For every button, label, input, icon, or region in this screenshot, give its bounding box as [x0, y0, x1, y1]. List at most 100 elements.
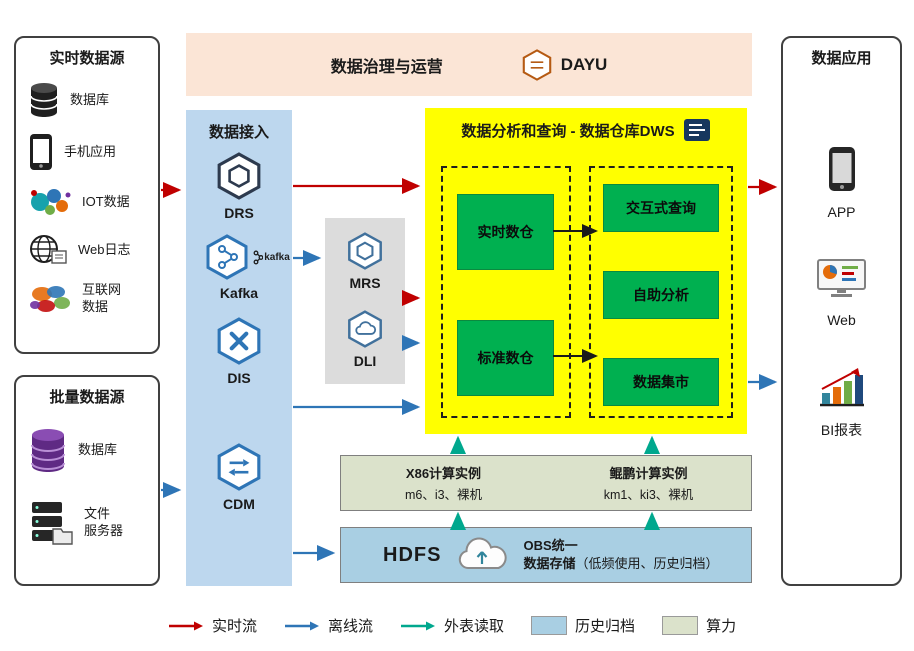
- module-interactive-query: 交互式查询: [603, 184, 719, 232]
- list-item: Web日志: [28, 233, 154, 267]
- teal-arrow-icon: [401, 621, 436, 630]
- module-realtime-warehouse: 实时数仓: [457, 194, 554, 270]
- x86-title: X86计算实例: [405, 466, 482, 481]
- service-cdm: CDM: [186, 443, 292, 512]
- file-server-icon: [28, 500, 74, 546]
- source-label: 互联网 数据: [82, 282, 122, 314]
- obs-text: OBS统一 数据存储（低频使用、历史归档）: [523, 537, 718, 572]
- application-label: APP: [827, 204, 856, 220]
- kafka-hexagon-icon: [204, 234, 250, 280]
- list-item: APP: [827, 146, 857, 220]
- ingestion-title: 数据接入: [208, 124, 269, 141]
- web-monitor-icon: [816, 258, 868, 300]
- compute-power-swatch: [662, 616, 699, 635]
- module-standard-warehouse: 标准数仓: [457, 320, 554, 396]
- application-label: BI报表: [820, 422, 863, 438]
- list-item: 互联网 数据: [28, 282, 154, 316]
- bi-chart-icon: [816, 366, 868, 408]
- service-mrs: MRS: [325, 232, 405, 291]
- warehouse-group-frame: [441, 166, 571, 418]
- legend-history-archive: 历史归档: [531, 615, 635, 636]
- cdm-hexagon-icon: [215, 443, 263, 491]
- legend-offline-flow: 离线流: [284, 615, 373, 636]
- compute-strip: X86计算实例 m6、i3、裸机 鲲鹏计算实例 km1、ki3、裸机: [340, 455, 752, 511]
- governance-title: 数据治理与运营: [330, 58, 443, 76]
- blue-arrow-icon: [285, 621, 320, 630]
- dli-hexagon-icon: [346, 310, 384, 348]
- list-item: 数据库: [28, 82, 154, 118]
- dayu-logo: DAYU: [521, 48, 608, 81]
- list-item: 文件 服务器: [28, 500, 154, 546]
- batch-sources-list: 数据库 文件 服务器: [16, 407, 158, 546]
- legend-external-read: 外表读取: [400, 615, 504, 636]
- realtime-sources-title: 实时数据源: [49, 50, 125, 67]
- legend-label: 离线流: [328, 618, 374, 635]
- service-drs: DRS: [186, 152, 292, 221]
- kafka-icon-row: kafka: [204, 234, 290, 280]
- realtime-sources-panel: 实时数据源 数据库 手机应用 IOT数据: [14, 36, 160, 354]
- processing-panel: MRS DLI: [325, 218, 405, 384]
- batch-sources-panel: 批量数据源 数据库 文件 服务器: [14, 375, 160, 586]
- module-self-service-analysis: 自助分析: [603, 271, 719, 319]
- iot-icon: [28, 186, 72, 218]
- batch-sources-title: 批量数据源: [49, 389, 125, 406]
- applications-title: 数据应用: [811, 50, 872, 67]
- kunpeng-title: 鲲鹏计算实例: [609, 466, 688, 481]
- service-kafka: kafka Kafka: [186, 234, 292, 301]
- dws-title: 数据分析和查询 - 数据仓库DWS: [461, 122, 675, 140]
- service-dli: DLI: [325, 310, 405, 369]
- service-label: DRS: [224, 205, 254, 221]
- legend-label: 历史归档: [575, 618, 636, 635]
- dws-title-row: 数据分析和查询 - 数据仓库DWS: [425, 108, 747, 142]
- list-item: Web: [816, 258, 868, 328]
- legend-realtime-flow: 实时流: [168, 615, 257, 636]
- x86-models: m6、i3、裸机: [404, 488, 483, 502]
- list-item: 手机应用: [28, 133, 154, 171]
- applications-list: APP Web BI报表: [783, 68, 900, 440]
- kafka-wordmark-text: kafka: [264, 251, 290, 263]
- phone-icon: [28, 133, 54, 171]
- service-label: CDM: [223, 496, 255, 512]
- mrs-hexagon-icon: [346, 232, 384, 270]
- legend: 实时流 离线流 外表读取 历史归档 算力: [168, 615, 736, 636]
- report-doc-icon: [683, 118, 711, 142]
- service-label: DIS: [227, 370, 251, 386]
- realtime-sources-list: 数据库 手机应用 IOT数据 Web日志: [16, 68, 158, 316]
- obs-cloud-icon: [455, 537, 509, 573]
- obs-line1: OBS统一: [523, 538, 578, 554]
- dayu-icon: [521, 48, 553, 81]
- kunpeng-models: km1、ki3、裸机: [603, 488, 694, 502]
- database-icon: [28, 82, 60, 118]
- dayu-label: DAYU: [560, 54, 608, 74]
- web-globe-icon: [28, 233, 68, 267]
- drs-hexagon-icon: [215, 152, 263, 200]
- application-label: Web: [827, 312, 856, 328]
- list-item: BI报表: [816, 366, 868, 440]
- service-label: DLI: [353, 353, 377, 369]
- internet-cloud-icon: [28, 283, 72, 315]
- analytics-group-frame: [589, 166, 733, 418]
- service-dis: DIS: [186, 317, 292, 386]
- source-label: 数据库: [70, 91, 110, 107]
- purple-database-icon: [28, 427, 68, 474]
- source-label: 手机应用: [64, 143, 117, 159]
- dws-panel: 数据分析和查询 - 数据仓库DWS 实时数仓 标准数仓 交互式查询 自助分析 数…: [425, 108, 747, 434]
- hdfs-label: HDFS: [383, 543, 442, 566]
- app-phone-icon: [827, 146, 857, 192]
- source-label: IOT数据: [82, 193, 130, 209]
- x86-compute: X86计算实例 m6、i3、裸机: [341, 456, 546, 510]
- kafka-wordmark: kafka: [252, 250, 290, 265]
- legend-label: 外表读取: [444, 618, 505, 635]
- list-item: IOT数据: [28, 186, 154, 218]
- obs-note: （低频使用、历史归档）: [575, 556, 719, 571]
- kafka-logo-icon: [253, 250, 264, 264]
- legend-compute-power: 算力: [662, 615, 736, 636]
- list-item: 数据库: [28, 427, 154, 474]
- source-label: 数据库: [78, 442, 118, 458]
- service-label: Kafka: [219, 285, 259, 301]
- module-data-mart: 数据集市: [603, 358, 719, 406]
- kunpeng-compute: 鲲鹏计算实例 km1、ki3、裸机: [546, 456, 751, 510]
- dis-hexagon-icon: [215, 317, 263, 365]
- legend-label: 算力: [706, 618, 737, 635]
